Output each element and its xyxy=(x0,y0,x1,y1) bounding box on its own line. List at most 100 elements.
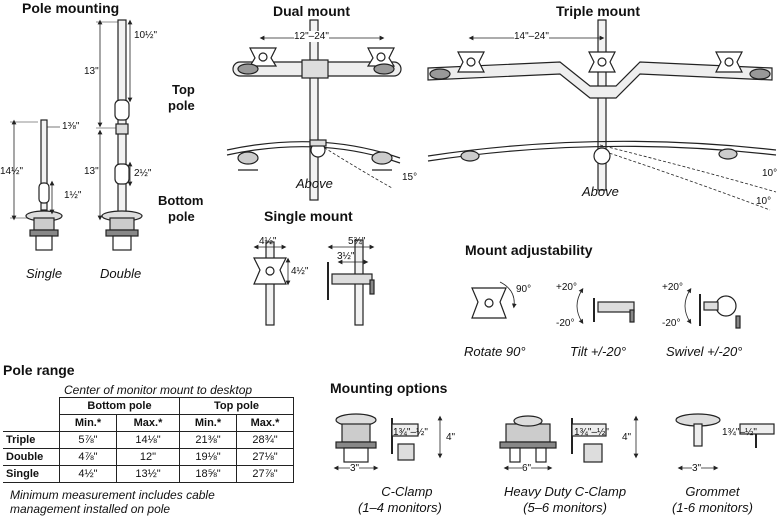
heavy-sub: (5–6 monitors) xyxy=(523,500,607,515)
double-pole-caption: Double xyxy=(100,266,142,281)
mounting-options-heading: Mounting options xyxy=(330,380,448,396)
dim-top-13: 13" xyxy=(84,66,99,77)
dim-bottom-13: 13" xyxy=(84,166,99,177)
mount-adjustability-heading: Mount adjustability xyxy=(465,242,593,258)
top-pole-line-1: Top xyxy=(172,82,195,97)
bottom-pole-line-2: pole xyxy=(168,209,195,224)
dim-2-5: 2½" xyxy=(134,168,152,179)
tilt-minus-label: -20° xyxy=(556,318,575,329)
tilt-drawing xyxy=(576,287,635,325)
single-mount-heading: Single mount xyxy=(264,208,353,224)
heavy-height-dim: 4" xyxy=(622,432,632,443)
row-label: Double xyxy=(3,448,60,466)
tilt-caption: Tilt +/-20° xyxy=(570,344,627,359)
grommet-caption: Grommet (1-6 monitors) xyxy=(672,484,753,516)
dim-1-375: 1⅜" xyxy=(62,121,80,132)
pole-range-footnote: Minimum measurement includes cable manag… xyxy=(10,488,215,516)
swivel-minus-label: -20° xyxy=(662,318,681,329)
rotate-deg-label: 90° xyxy=(516,284,532,295)
dual-above-caption: Above xyxy=(296,176,333,191)
triple-mount-heading: Triple mount xyxy=(556,3,640,19)
pole-mounting-heading: Pole mounting xyxy=(22,0,120,16)
cclamp-height-dim: 4" xyxy=(446,432,456,443)
swivel-plus-label: +20° xyxy=(662,282,683,293)
cclamp-range-dim: 1¾"–½" xyxy=(393,427,428,438)
col-header: Max.* xyxy=(236,414,294,432)
dual-mount-front-drawing xyxy=(232,19,402,201)
cell: 27⅞" xyxy=(236,465,294,483)
col-group-top: Top pole xyxy=(179,397,294,415)
grommet-range-dim: 1¾"–½" xyxy=(722,427,757,438)
single-width-dim: 4½" xyxy=(259,236,277,247)
triple-mount-above-drawing xyxy=(427,140,777,211)
cclamp-sub: (1–4 monitors) xyxy=(358,500,442,515)
table-row: Single 4½" 13½" 18⅝" 27⅞" xyxy=(3,465,294,483)
cclamp-name: C-Clamp xyxy=(381,484,433,499)
row-label: Triple xyxy=(3,431,60,449)
cell: 4⅞" xyxy=(59,448,117,466)
dual-span-dim: 12"–24" xyxy=(294,31,329,42)
cell: 28¾" xyxy=(236,431,294,449)
cell: 18⅝" xyxy=(179,465,237,483)
pole-range-table: Bottom pole Top pole Min.* Max.* Min.* M… xyxy=(3,397,294,483)
heavy-range-dim: 1¾"–½" xyxy=(574,427,609,438)
triple-angle-dim-a: 10° xyxy=(762,168,778,179)
heavy-caption: Heavy Duty C-Clamp (5–6 monitors) xyxy=(504,484,626,516)
dim-10-5: 10½" xyxy=(134,30,158,41)
single-pole-drawing xyxy=(25,119,63,251)
col-header: Max.* xyxy=(116,414,180,432)
footnote-line-1: Minimum measurement includes cable xyxy=(10,488,215,502)
dual-mount-above-drawing xyxy=(226,139,401,189)
table-row: Double 4⅞" 12" 19⅛" 27⅛" xyxy=(3,448,294,466)
dim-14-5: 14½" xyxy=(0,166,24,177)
triple-angle-dim-b: 10° xyxy=(756,196,772,207)
single-mount-drawing xyxy=(253,239,375,326)
footnote-line-2: management installed on pole xyxy=(10,502,171,516)
cell: 19⅛" xyxy=(179,448,237,466)
cclamp-caption: C-Clamp (1–4 monitors) xyxy=(358,484,442,516)
triple-span-dim: 14"–24" xyxy=(514,31,549,42)
row-label: Single xyxy=(3,465,60,483)
top-pole-line-2: pole xyxy=(168,98,195,113)
cclamp-width-dim: 3" xyxy=(350,463,360,474)
grommet-drawing xyxy=(675,413,775,448)
single-pole-caption: Single xyxy=(26,266,63,281)
grommet-sub: (1-6 monitors) xyxy=(672,500,753,515)
col-group-bottom: Bottom pole xyxy=(59,397,180,415)
cell: 21⅜" xyxy=(179,431,237,449)
cell: 4½" xyxy=(59,465,117,483)
rotate-caption: Rotate 90° xyxy=(464,344,526,359)
heavy-width-dim: 6" xyxy=(522,463,532,474)
cell: 14⅛" xyxy=(116,431,180,449)
pole-range-heading: Pole range xyxy=(3,362,75,378)
col-header: Min.* xyxy=(179,414,237,432)
cell: 5⅞" xyxy=(59,431,117,449)
double-pole-drawing xyxy=(101,19,143,251)
table-row: Triple 5⅞" 14⅛" 21⅜" 28¾" xyxy=(3,431,294,449)
triple-above-caption: Above xyxy=(582,184,619,199)
rotate-drawing xyxy=(471,281,517,319)
dim-1-5: 1½" xyxy=(64,190,82,201)
swivel-caption: Swivel +/-20° xyxy=(666,344,743,359)
cell: 13½" xyxy=(116,465,180,483)
heavy-duty-clamp-drawing xyxy=(499,415,607,463)
triple-mount-front-drawing xyxy=(427,19,773,191)
grommet-name: Grommet xyxy=(685,484,740,499)
single-depth-dim: 5¾" xyxy=(348,236,366,247)
swivel-drawing xyxy=(684,287,741,329)
cell: 27⅛" xyxy=(236,448,294,466)
single-height-dim: 4½" xyxy=(291,266,309,277)
dual-mount-heading: Dual mount xyxy=(273,3,350,19)
single-depth2-dim: 3½" xyxy=(337,251,355,262)
grommet-width-dim: 3" xyxy=(692,463,702,474)
bottom-pole-label: Bottom pole xyxy=(158,193,204,225)
cell: 12" xyxy=(116,448,180,466)
col-header: Min.* xyxy=(59,414,117,432)
pole-range-subtitle: Center of monitor mount to desktop xyxy=(64,383,253,397)
heavy-name: Heavy Duty C-Clamp xyxy=(504,484,627,499)
bottom-pole-line-1: Bottom xyxy=(158,193,204,208)
tilt-plus-label: +20° xyxy=(556,282,577,293)
dual-angle-dim: 15° xyxy=(402,172,418,183)
top-pole-label: Top pole xyxy=(168,82,195,114)
